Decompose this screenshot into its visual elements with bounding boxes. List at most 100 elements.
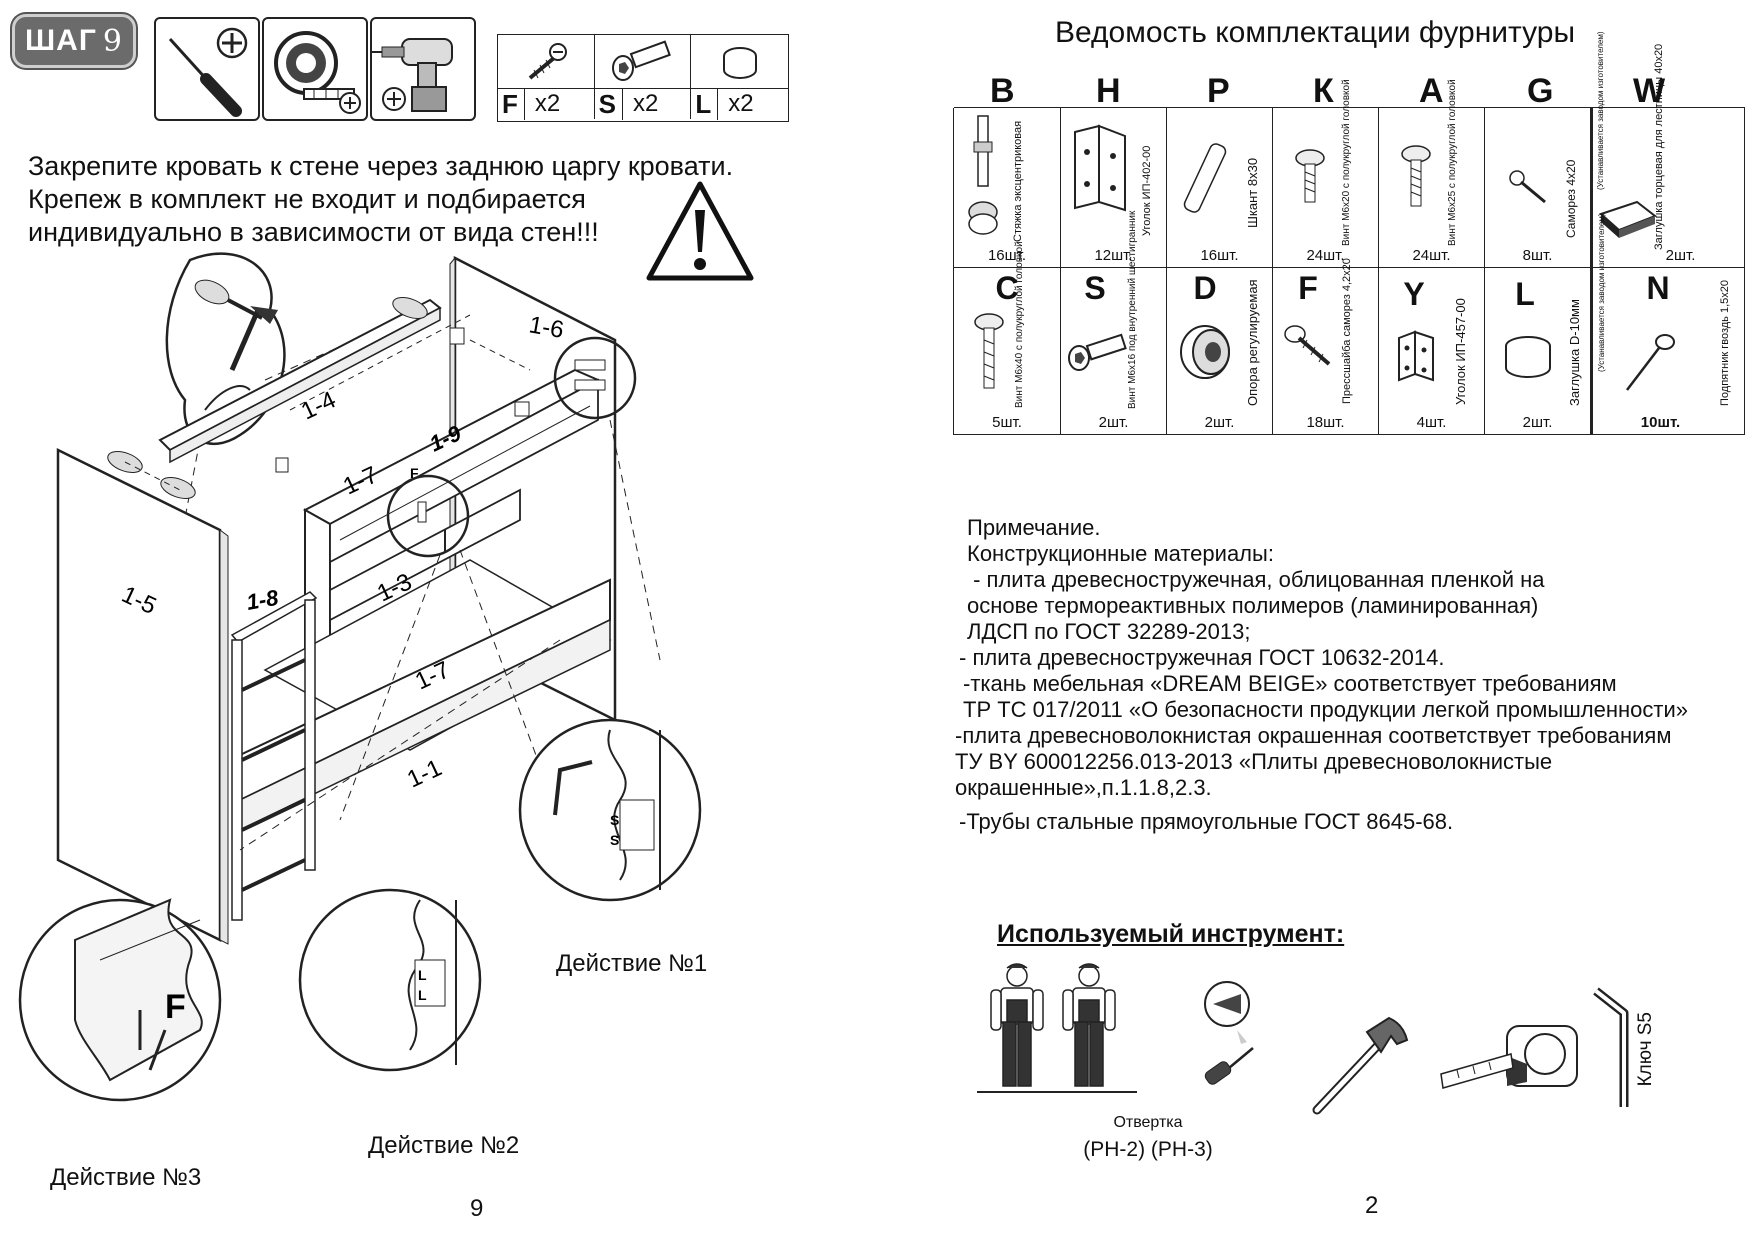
label-k: Винт М6х20 с полукруглой головкой — [1341, 79, 1352, 246]
warning-line-2: Крепеж в комплект не входит и подбираетс… — [28, 184, 586, 214]
qty-l: 2шт. — [1522, 414, 1553, 431]
action-3-caption: Действие №3 — [50, 1164, 202, 1191]
action-2-caption: Действие №2 — [368, 1132, 520, 1159]
label-w: Заглушка торцевая для лестницы 40х20 — [1653, 43, 1665, 250]
cell-p: Шкант 8х30 16шт. — [1167, 107, 1273, 267]
qty-c: 5шт. — [992, 414, 1022, 431]
label-y: Уголок ИП-457-00 — [1453, 298, 1468, 405]
hex-bolt-icon — [612, 39, 672, 81]
self-tapping-screw-icon — [528, 42, 567, 80]
qty-k: 24шт. — [1306, 247, 1345, 264]
letter-k: К — [1313, 72, 1334, 110]
qty-n: 10шт. — [1640, 414, 1681, 431]
part-label: 1-6 — [527, 311, 566, 344]
part-label: 1-8 — [245, 585, 281, 615]
cell-b: Стяжка эксцентриковая 16шт. — [954, 107, 1061, 267]
top-row-letters: B H P К A G W — [953, 72, 1745, 110]
qty-d: 2шт. — [1204, 414, 1235, 431]
letter-s: S — [1084, 270, 1106, 306]
cell-a: Винт М6х25 с полукруглой головкой 24шт. — [1379, 79, 1485, 267]
detail-letter: L — [418, 987, 427, 1003]
assembly-diagram: 1-6 1-4 1-7 1-9 1-3 1-5 1-8 1-7 1-1 S S … — [18, 252, 702, 1102]
screwdriver-icon — [1204, 981, 1254, 1085]
qty-y: 4шт. — [1416, 414, 1447, 431]
step-badge: ШАГ 9 — [12, 14, 136, 68]
hex-key-icon — [1593, 987, 1629, 1107]
left-page-number: 9 — [470, 1195, 484, 1222]
label-l: Заглушка D-10мм — [1567, 299, 1582, 406]
warning-text: Закрепите кровать к стене через заднюю ц… — [28, 150, 808, 249]
note-line: -Трубы стальные прямоугольные ГОСТ 8645-… — [959, 809, 1454, 834]
press-washer-screw-icon — [1284, 325, 1331, 366]
qty-p: 16шт. — [1200, 247, 1239, 264]
cell-f: F Прессшайба саморез 4,2х20 18шт. — [1273, 258, 1379, 434]
detail-letter: F — [410, 465, 419, 481]
tools-title: Используемый инструмент: — [997, 920, 1345, 948]
screwdriver-label: Отвертка — [1113, 1114, 1183, 1131]
cell-h: Уголок ИП-402-00 12шт. — [1061, 107, 1167, 267]
detail-letter: S — [610, 812, 619, 828]
qty-w: 2шт. — [1665, 247, 1696, 264]
letter-c: C — [995, 270, 1019, 306]
cell-y: Y Уголок ИП-457-00 4шт. — [1379, 267, 1485, 434]
label-h: Уголок ИП-402-00 — [1141, 145, 1153, 236]
detail-letter: S — [610, 832, 619, 848]
round-head-screw-icon — [1295, 149, 1325, 203]
note-line: Примечание. — [967, 515, 1101, 540]
screwdriver-icon — [168, 27, 248, 117]
dowel-icon — [1183, 143, 1227, 213]
letter-f: F — [1298, 270, 1318, 306]
letter-b: B — [990, 72, 1015, 110]
adjustable-foot-icon — [1180, 325, 1230, 379]
hex-key-label: Ключ S5 — [1635, 1012, 1656, 1087]
step-number: 9 — [102, 23, 123, 59]
corner-bracket-icon — [1074, 124, 1126, 212]
hw-icon-cell-l — [691, 35, 788, 89]
drill-icon — [372, 38, 453, 112]
self-tapping-screw-icon — [1509, 170, 1546, 204]
left-page: ШАГ 9 — [0, 0, 876, 1240]
panel-1-5 — [56, 447, 222, 943]
part-label: 1-1 — [403, 754, 446, 793]
cell-s: S Винт М6х16 под внутренний шестигранник… — [1061, 210, 1167, 434]
cell-l: L Заглушка D-10мм 2шт. — [1485, 267, 1591, 434]
furniture-grid: Стяжка эксцентриковая 16шт. Уголок ИП-40… — [953, 31, 1745, 435]
label-c: Винт М6х40 с полукруглой головкой — [1014, 241, 1025, 408]
qty-b: 16шт. — [987, 247, 1027, 264]
note-line: Конструкционные материалы: — [967, 541, 1274, 566]
note-line: -плита древесноволокнистая окрашенная со… — [955, 723, 1672, 748]
cell-n: (Устанавливается заводом изготовителем) … — [1591, 213, 1745, 434]
label-p: Шкант 8х30 — [1245, 157, 1260, 228]
detail-letter: L — [418, 967, 427, 983]
round-head-screw-icon — [974, 313, 1004, 389]
qty-s: 2шт. — [1098, 414, 1129, 431]
label-f: Прессшайба саморез 4,2х20 — [1341, 258, 1353, 404]
letter-y: Y — [1403, 276, 1425, 312]
label-n: Подпятник гвоздь 1,5х20 — [1719, 279, 1731, 406]
materials-note: Примечание. Конструкционные материалы: -… — [955, 515, 1749, 835]
qty-a: 24шт. — [1412, 247, 1451, 264]
step-word: ШАГ — [25, 24, 97, 57]
letter-n: N — [1646, 270, 1670, 306]
right-page-number: 2 — [1365, 1192, 1379, 1219]
tape-measure-tool-box — [262, 17, 368, 121]
qty-h: 12шт. — [1094, 247, 1133, 264]
screwdriver-tool-box — [154, 17, 260, 121]
letter-w: W — [1633, 72, 1666, 110]
cell-c: C Винт М6х40 с полукруглой головкой 5шт. — [954, 241, 1061, 434]
detail-circle-action-1 — [518, 718, 702, 902]
label-b: Стяжка эксцентриковая — [1012, 120, 1024, 242]
qty-g: 8шт. — [1522, 247, 1553, 264]
hammer-icon — [1312, 1016, 1409, 1115]
note-line: основе термореактивных полимеров (ламини… — [967, 593, 1539, 618]
label-s: Винт М6х16 под внутренний шестигранник — [1127, 210, 1138, 409]
nail-glide-icon — [1626, 334, 1675, 391]
letter-g: G — [1527, 72, 1554, 110]
cell-w: (Устанавливается заводом изготовителем) … — [1591, 31, 1745, 267]
detail-circle-action-2 — [298, 888, 482, 1072]
cell-g: Саморез 4х20 8шт. — [1485, 107, 1591, 267]
label-a: Винт М6х25 с полукруглой головкой — [1447, 79, 1458, 246]
furniture-list-title: Ведомость комплектации фурнитуры — [1054, 16, 1576, 49]
